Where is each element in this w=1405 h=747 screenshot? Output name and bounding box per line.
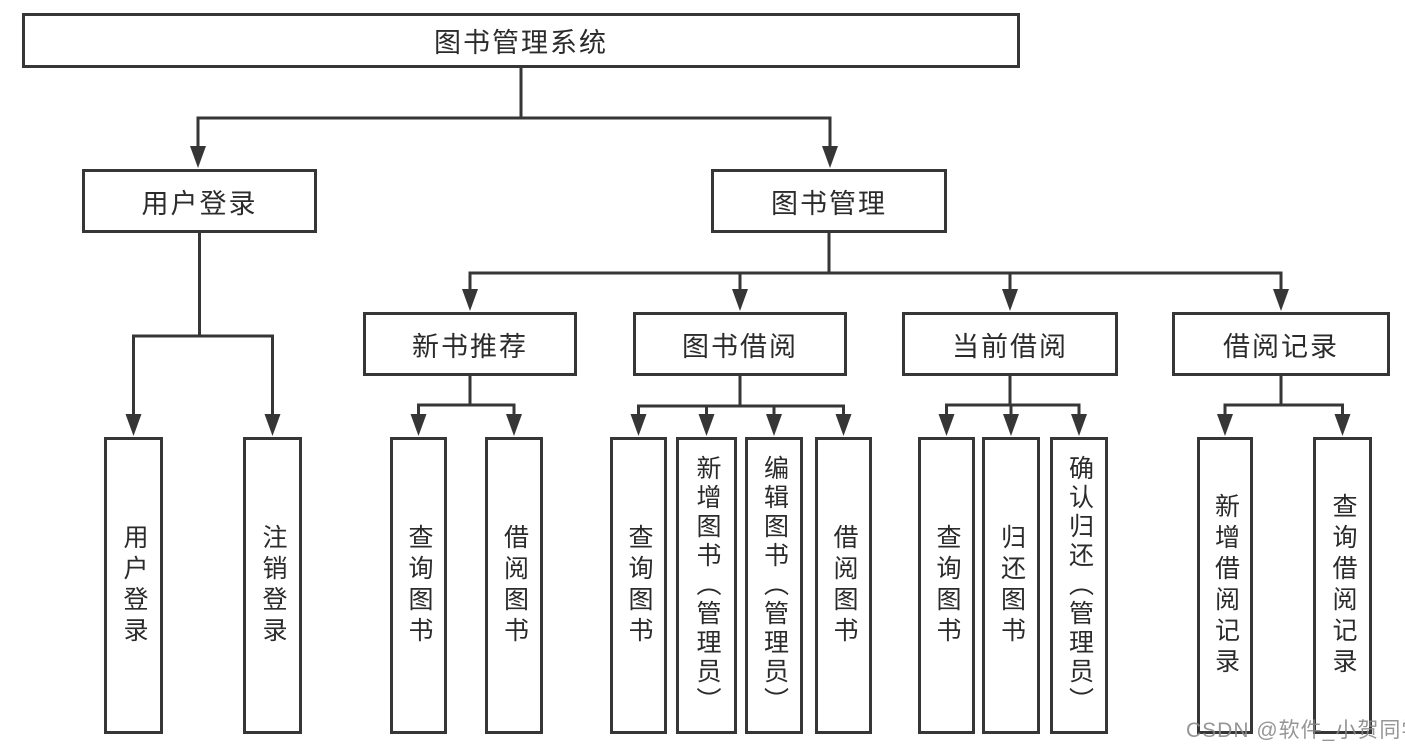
node-label: 借阅图书 — [830, 523, 858, 648]
leaf-query-borrow-record: 查询借阅记录 — [1313, 437, 1372, 734]
arrow-down-icon — [732, 289, 748, 311]
node-label: 新书推荐 — [412, 331, 528, 362]
leaf-query-books: 查询图书 — [610, 437, 667, 734]
arrow-down-icon — [1273, 289, 1289, 311]
leaf-query-books: 查询图书 — [918, 437, 975, 734]
leaf-edit-books-admin: 编辑图书（管理员） — [745, 437, 803, 734]
leaf-confirm-return-admin: 确认归还（管理员） — [1050, 437, 1108, 734]
arrow-down-icon — [1071, 414, 1087, 436]
arrow-down-icon — [462, 289, 478, 311]
leaf-user-login: 用户登录 — [104, 437, 163, 734]
node-label: 借阅记录 — [1223, 331, 1339, 362]
arrow-down-icon — [506, 414, 522, 436]
node-label: 确认归还（管理员） — [1065, 455, 1094, 716]
node-borrowing-records: 借阅记录 — [1172, 312, 1390, 376]
connector-new-book-to-leaves — [410, 375, 522, 436]
connector-book-management-to-level3 — [462, 232, 1289, 311]
arrow-down-icon — [630, 414, 647, 436]
leaf-return-books: 归还图书 — [982, 437, 1040, 734]
leaf-borrow-books: 借阅图书 — [485, 437, 543, 734]
node-label: 查询图书 — [933, 523, 961, 648]
node-label: 借阅图书 — [500, 523, 529, 648]
arrow-down-icon — [410, 414, 427, 436]
arrow-down-icon — [264, 414, 281, 436]
node-label: 查询图书 — [405, 523, 433, 648]
arrow-down-icon — [1334, 414, 1351, 436]
leaf-add-borrow-record: 新增借阅记录 — [1197, 437, 1253, 734]
node-label: 新增图书（管理员） — [693, 455, 721, 716]
connector-book-borrow-to-leaves — [630, 375, 852, 436]
node-label: 查询借阅记录 — [1329, 492, 1357, 679]
arrow-down-icon — [1003, 414, 1019, 436]
node-current-borrowing: 当前借阅 — [902, 312, 1118, 376]
node-book-management: 图书管理 — [711, 169, 947, 233]
leaf-borrow-books: 借阅图书 — [815, 437, 872, 734]
connector-root-to-level2 — [190, 67, 838, 168]
node-label: 用户登录 — [141, 188, 258, 219]
arrow-down-icon — [835, 414, 852, 436]
node-root: 图书管理系统 — [22, 13, 1020, 68]
node-user-login: 用户登录 — [82, 169, 317, 233]
connector-user-login-to-leaves — [125, 232, 281, 436]
node-new-book-recommendation: 新书推荐 — [363, 312, 577, 376]
connector-borrow-records-to-leaves — [1217, 375, 1351, 436]
leaf-query-books: 查询图书 — [390, 437, 447, 734]
arrow-down-icon — [125, 414, 142, 436]
leaf-logout: 注销登录 — [243, 437, 302, 734]
node-label: 图书借阅 — [682, 331, 798, 362]
arrow-down-icon — [1217, 414, 1233, 436]
node-book-borrowing: 图书借阅 — [633, 312, 847, 376]
watermark-text: CSDN @软件_小贺同学 — [1186, 719, 1405, 742]
node-label: 归还图书 — [997, 523, 1026, 648]
arrow-down-icon — [698, 414, 715, 436]
arrow-down-icon — [766, 414, 782, 436]
leaf-add-books-admin: 新增图书（管理员） — [676, 437, 737, 734]
node-label: 用户登录 — [120, 523, 148, 648]
node-label: 当前借阅 — [952, 331, 1068, 362]
node-label: 图书管理 — [771, 188, 887, 219]
node-label: 新增借阅记录 — [1211, 492, 1240, 679]
connector-current-borrow-to-leaves — [938, 375, 1087, 436]
node-label: 查询图书 — [625, 523, 653, 648]
node-label: 图书管理系统 — [434, 28, 608, 58]
arrow-down-icon — [190, 146, 206, 168]
node-label: 注销登录 — [259, 523, 287, 648]
node-label: 编辑图书（管理员） — [760, 455, 789, 716]
arrow-down-icon — [822, 146, 838, 168]
arrow-down-icon — [938, 414, 955, 436]
arrow-down-icon — [1002, 289, 1018, 311]
